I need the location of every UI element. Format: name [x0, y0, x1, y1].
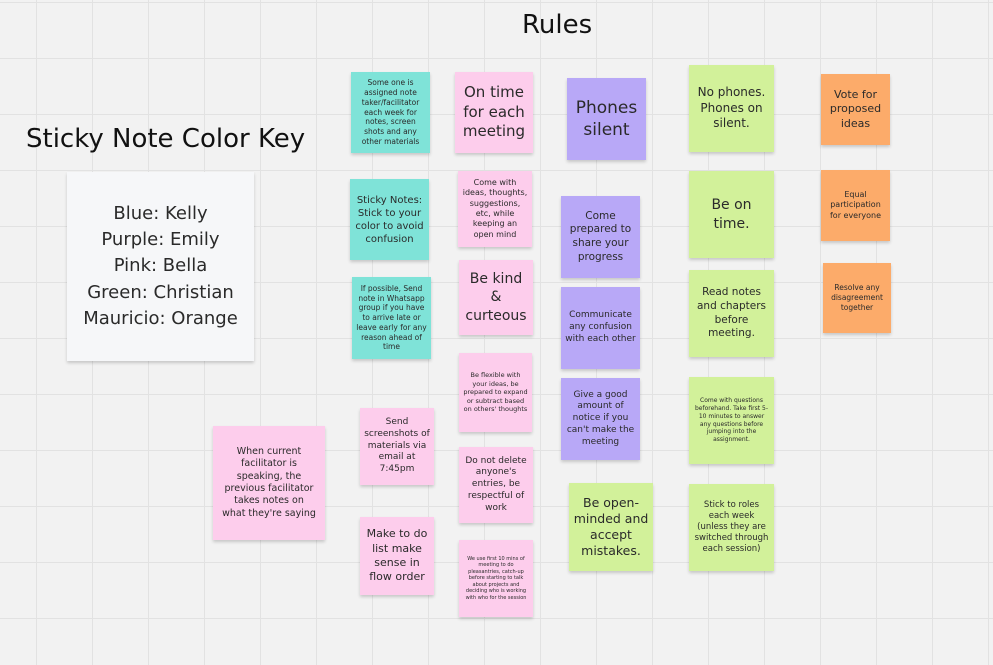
sticky-note[interactable]: If possible, Send note in Whatsapp group…	[352, 277, 431, 359]
sticky-note[interactable]: Come prepared to share your progress	[561, 196, 640, 278]
sticky-note[interactable]: Communicate any confusion with each othe…	[561, 287, 640, 369]
sticky-note[interactable]: Make to do list make sense in flow order	[360, 517, 434, 595]
sticky-note[interactable]: Be kind & curteous	[459, 260, 533, 335]
sticky-note[interactable]: Be flexible with your ideas, be prepared…	[459, 353, 532, 432]
sticky-note[interactable]: Stick to roles each week (unless they ar…	[689, 484, 774, 571]
sticky-note[interactable]: Read notes and chapters before meeting.	[689, 270, 774, 357]
key-entry: Mauricio: Orange	[83, 307, 238, 329]
sticky-note[interactable]: Come with ideas, thoughts, suggestions, …	[458, 171, 532, 247]
sticky-note[interactable]: Phones silent	[567, 78, 646, 160]
sticky-note[interactable]: Be on time.	[689, 171, 774, 258]
color-key-title: Sticky Note Color Key	[26, 124, 306, 154]
sticky-note[interactable]: No phones. Phones on silent.	[689, 65, 774, 152]
sticky-note[interactable]: Come with questions beforehand. Take fir…	[689, 377, 774, 464]
sticky-note[interactable]: Sticky Notes: Stick to your color to avo…	[350, 179, 429, 260]
key-entry: Blue: Kelly	[113, 203, 208, 225]
sticky-note[interactable]: Resolve any disagreement together	[823, 263, 891, 333]
key-entry: Pink: Bella	[113, 255, 208, 277]
sticky-note[interactable]: Vote for proposed ideas	[821, 74, 890, 145]
sticky-note[interactable]: Be open-minded and accept mistakes.	[569, 483, 653, 571]
sticky-note[interactable]: Do not delete anyone's entries, be respe…	[459, 447, 533, 523]
sticky-note[interactable]: On time for each meeting	[455, 72, 533, 153]
sticky-note[interactable]: Equal participation for everyone	[821, 170, 890, 241]
sticky-note[interactable]: Give a good amount of notice if you can'…	[561, 378, 640, 460]
key-entry: Green: Christian	[87, 281, 234, 303]
key-entry: Purple: Emily	[101, 229, 220, 251]
sticky-note[interactable]: Some one is assigned note taker/facilita…	[351, 72, 430, 153]
sticky-note[interactable]: Send screenshots of materials via email …	[360, 408, 434, 485]
sticky-note[interactable]: When current facilitator is speaking, th…	[213, 426, 325, 540]
color-key-note[interactable]: Blue: Kelly Purple: Emily Pink: Bella Gr…	[67, 172, 254, 361]
sticky-note[interactable]: We use first 10 mins of meeting to do pl…	[459, 540, 533, 617]
rules-title: Rules	[522, 10, 593, 40]
